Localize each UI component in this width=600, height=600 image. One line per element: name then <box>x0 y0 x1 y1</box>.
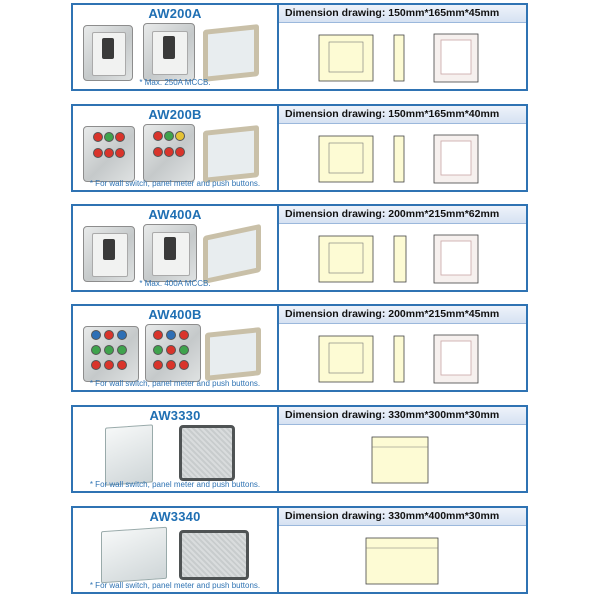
product-photo-panel: AW200B <box>73 106 279 190</box>
product-note: * For wall switch, panel meter and push … <box>89 179 261 188</box>
dimension-panel: Dimension drawing: 150mm*165mm*45mm <box>279 5 526 89</box>
dimension-panel: Dimension drawing: 330mm*400mm*30mm <box>279 508 526 592</box>
dimension-drawing <box>318 33 479 83</box>
product-photos <box>81 21 271 82</box>
side-view <box>393 135 405 183</box>
product-note: * For wall switch, panel meter and push … <box>89 581 261 590</box>
product-note: * For wall switch, panel meter and push … <box>89 480 261 489</box>
product-photo-panel: AW400B <box>73 306 279 390</box>
front-view <box>365 537 439 585</box>
dimension-panel: Dimension drawing: 330mm*300mm*30mm <box>279 407 526 491</box>
dimension-drawing <box>371 436 429 484</box>
dimension-title: Dimension drawing: 150mm*165mm*45mm <box>279 5 526 23</box>
product-row-aw200a: AW200A * Max. 250A MCCB. Dimension drawi… <box>71 3 528 91</box>
dimension-panel: Dimension drawing: 150mm*165mm*40mm <box>279 106 526 190</box>
product-row-aw3330: AW3330 * For wall switch, panel meter an… <box>71 405 528 493</box>
enclosure-frame-photo <box>203 125 259 183</box>
dimension-panel: Dimension drawing: 200mm*215mm*45mm <box>279 306 526 390</box>
product-photo-panel: AW3340 * For wall switch, panel meter an… <box>73 508 279 592</box>
enclosure-closed-photo <box>83 226 135 282</box>
model-name: AW400A <box>148 207 202 222</box>
enclosure-closed-photo <box>83 25 133 81</box>
dimension-drawing <box>318 134 479 184</box>
product-photos <box>81 222 271 285</box>
product-photos <box>81 423 271 486</box>
product-row-aw200b: AW200B <box>71 104 528 192</box>
dimension-title: Dimension drawing: 200mm*215mm*62mm <box>279 206 526 224</box>
product-photo-panel: AW400A * Max. 400A MCCB. <box>73 206 279 290</box>
enclosure-closed-photo <box>179 425 235 481</box>
dimension-drawing <box>365 537 439 585</box>
product-row-aw400a: AW400A * Max. 400A MCCB. Dimension drawi… <box>71 204 528 292</box>
front-view <box>318 335 374 383</box>
product-photo-panel: AW200A * Max. 250A MCCB. <box>73 5 279 89</box>
product-photos <box>81 122 271 183</box>
dimension-panel: Dimension drawing: 200mm*215mm*62mm <box>279 206 526 290</box>
enclosure-frame-photo <box>203 24 259 82</box>
product-row-aw3340: AW3340 * For wall switch, panel meter an… <box>71 506 528 594</box>
product-photos <box>81 322 271 382</box>
product-note: * Max. 400A MCCB. <box>139 279 211 288</box>
model-name: AW3340 <box>149 509 201 524</box>
model-name: AW3330 <box>149 408 201 423</box>
enclosure-open-lid-photo <box>105 424 153 486</box>
side-view <box>393 335 405 383</box>
model-name: AW200B <box>148 107 202 122</box>
product-photo-panel: AW3330 * For wall switch, panel meter an… <box>73 407 279 491</box>
enclosure-open-photo <box>143 224 197 282</box>
enclosure-frame-photo <box>205 327 261 381</box>
front-view <box>371 436 429 484</box>
side-view <box>393 235 407 283</box>
front-view <box>318 235 374 283</box>
front-view <box>318 34 374 82</box>
dimension-drawing <box>318 234 479 284</box>
product-row-aw400b: AW400B <box>71 304 528 392</box>
enclosure-closed-photo <box>179 530 249 580</box>
product-note: * Max. 250A MCCB. <box>139 78 211 87</box>
enclosure-open-photo <box>143 23 195 81</box>
dimension-title: Dimension drawing: 330mm*400mm*30mm <box>279 508 526 526</box>
model-name: AW200A <box>148 6 202 21</box>
model-name: AW400B <box>148 307 202 322</box>
dimension-title: Dimension drawing: 150mm*165mm*40mm <box>279 106 526 124</box>
dimension-title: Dimension drawing: 200mm*215mm*45mm <box>279 306 526 324</box>
product-photos <box>81 524 271 584</box>
front-view <box>318 135 374 183</box>
enclosure-open-lid-photo <box>101 526 167 584</box>
enclosure-frame-photo <box>203 223 261 285</box>
dimension-drawing <box>318 334 479 384</box>
dimension-title: Dimension drawing: 330mm*300mm*30mm <box>279 407 526 425</box>
product-note: * For wall switch, panel meter and push … <box>89 379 261 388</box>
side-view <box>393 34 405 82</box>
